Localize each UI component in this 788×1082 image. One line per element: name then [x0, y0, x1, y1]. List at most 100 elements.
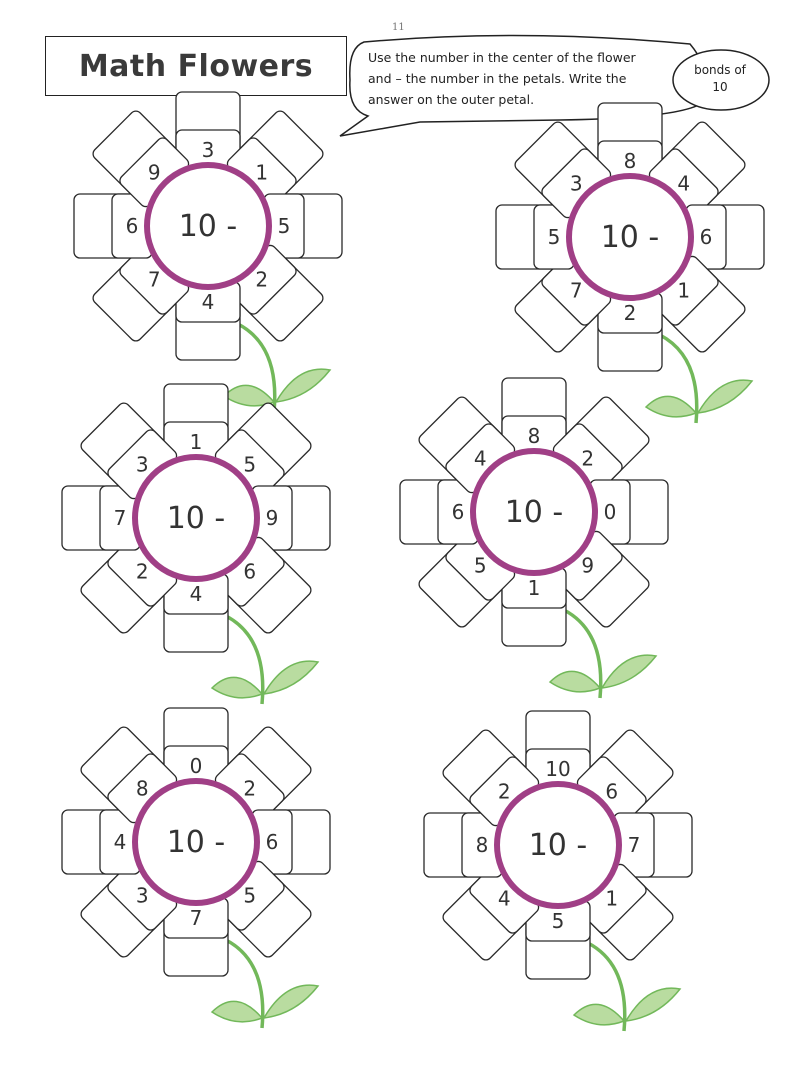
petal	[175, 281, 241, 361]
petal-number: 5	[243, 884, 256, 908]
center-label: 10 -	[179, 209, 238, 244]
stem	[237, 322, 277, 413]
petal-number: 4	[202, 290, 215, 314]
petal-number: 1	[677, 279, 690, 303]
petal-number: 6	[605, 779, 618, 803]
flower-center	[132, 778, 260, 906]
flower-center	[494, 781, 622, 909]
petal-number: 3	[136, 884, 149, 908]
page-title: Math Flowers	[78, 48, 314, 84]
petal	[525, 900, 591, 980]
petal-number: 4	[474, 446, 487, 470]
petal-number: 6	[452, 500, 465, 524]
flower-center	[132, 454, 260, 582]
stem	[587, 941, 627, 1032]
petal-number: 8	[624, 149, 637, 173]
instruction-line: Use the number in the center of the flow…	[368, 50, 636, 65]
petal	[226, 110, 324, 208]
petal-number: 9	[581, 554, 594, 578]
petal	[214, 860, 312, 958]
petal	[263, 193, 343, 259]
petal-number: 5	[278, 214, 291, 238]
petal-number: 1	[190, 430, 203, 454]
bonds-label: bonds of	[694, 63, 746, 77]
petal	[92, 110, 190, 208]
petal	[501, 377, 567, 457]
petal-number: 1	[605, 887, 618, 911]
leaf	[210, 1000, 264, 1023]
petal-number: 9	[266, 506, 279, 530]
petal	[418, 396, 516, 494]
petal-number: 0	[190, 754, 203, 778]
petal-number: 7	[628, 833, 641, 857]
petal-number: 0	[604, 500, 617, 524]
petal	[251, 809, 331, 875]
petal	[576, 729, 674, 827]
petal-number: 9	[148, 160, 161, 184]
petal-number: 7	[190, 906, 203, 930]
bonds-value: 10	[712, 80, 728, 94]
leaf	[274, 368, 332, 403]
leaf	[696, 379, 754, 414]
petal	[73, 193, 153, 259]
petal	[597, 292, 663, 372]
leaf	[572, 1003, 626, 1026]
flower-center	[144, 162, 272, 290]
petal-number: 5	[243, 452, 256, 476]
petal	[80, 402, 178, 500]
petal	[514, 121, 612, 219]
petal	[80, 726, 178, 824]
petal-number: 3	[570, 171, 583, 195]
petal-number: 5	[552, 909, 565, 933]
petal-number: 4	[677, 171, 690, 195]
petal-number: 8	[528, 424, 541, 448]
petal-number: 7	[570, 279, 583, 303]
flower-center	[566, 173, 694, 301]
petal-number: 1	[255, 160, 268, 184]
petal-number: 6	[243, 560, 256, 584]
petal	[418, 530, 516, 628]
petal	[163, 707, 229, 787]
petal-number: 4	[114, 830, 127, 854]
petal-number: 6	[700, 225, 713, 249]
instruction-line: answer on the outer petal.	[368, 92, 535, 107]
leaf	[624, 987, 682, 1022]
petal-number: 4	[498, 887, 511, 911]
petal-number: 8	[476, 833, 489, 857]
petal-number: 4	[190, 582, 203, 606]
petal	[442, 863, 540, 961]
petal-number: 8	[136, 776, 149, 800]
petal	[648, 255, 746, 353]
petal	[685, 204, 765, 270]
title-box: Math Flowers	[45, 36, 347, 96]
petal	[423, 812, 503, 878]
stem	[563, 608, 603, 699]
stem	[225, 938, 265, 1029]
leaf	[262, 660, 320, 695]
petal	[163, 573, 229, 653]
leaf	[548, 670, 602, 693]
petal	[495, 204, 575, 270]
petal	[61, 485, 141, 551]
petal	[163, 383, 229, 463]
center-label: 10 -	[529, 828, 588, 863]
petal	[576, 863, 674, 961]
petal	[525, 710, 591, 790]
stem	[659, 333, 699, 424]
petal-number: 7	[114, 506, 127, 530]
petal-number: 1	[528, 576, 541, 600]
petal	[501, 567, 567, 647]
petal-number: 2	[255, 268, 268, 292]
bonds-badge: bonds of 10	[680, 62, 760, 96]
petal-number: 3	[136, 452, 149, 476]
leaf	[600, 654, 658, 689]
petal-number: 2	[498, 779, 511, 803]
petal-number: 6	[126, 214, 139, 238]
petal-number: 3	[202, 138, 215, 162]
